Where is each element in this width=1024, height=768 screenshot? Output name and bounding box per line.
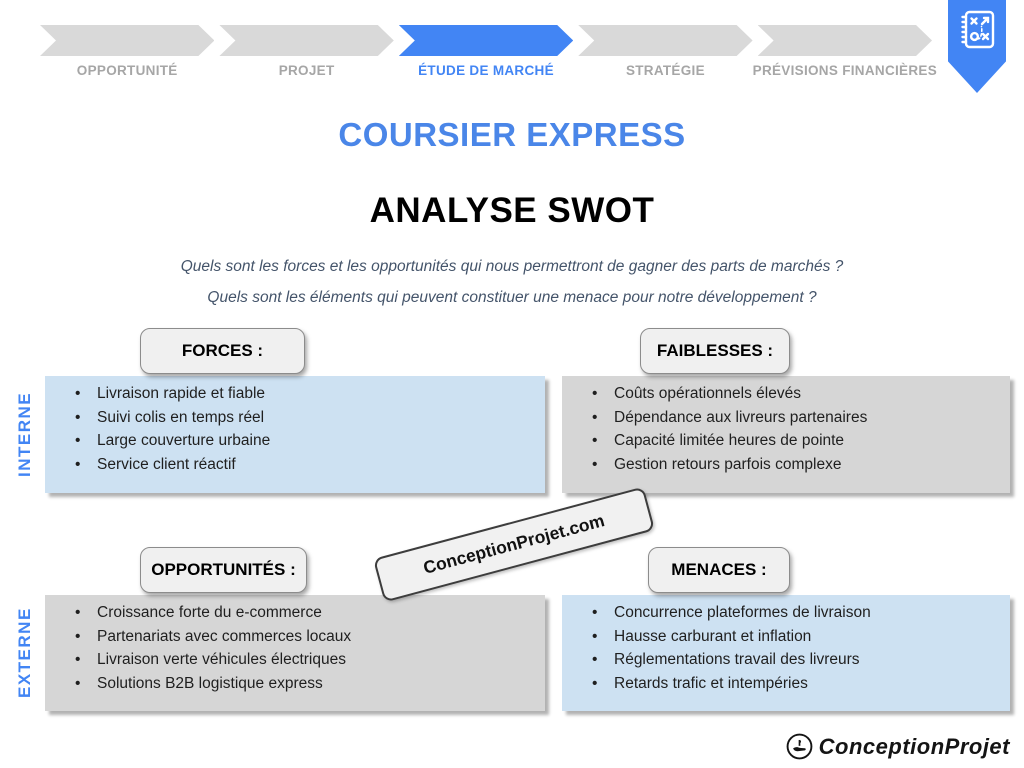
forces-panel: Livraison rapide et fiableSuivi colis en… <box>45 376 545 493</box>
chevron-arrow <box>758 25 932 56</box>
process-stepper: OPPORTUNITÉ PROJET ÉTUDE DE MARCHÉ STRAT… <box>40 25 937 78</box>
swot-bullet-item: Réglementations travail des livreurs <box>562 651 1010 668</box>
chevron-arrow <box>40 25 214 56</box>
opportunites-panel: Croissance forte du e-commercePartenaria… <box>45 595 545 711</box>
stepper-step-label: STRATÉGIE <box>625 63 705 78</box>
strategy-board-icon <box>961 10 995 49</box>
swot-bullet-item: Gestion retours parfois complexe <box>562 456 1010 473</box>
swot-bullet-item: Suivi colis en temps réel <box>45 409 545 426</box>
opportunites-header-label: OPPORTUNITÉS : <box>151 560 296 579</box>
menaces-panel: Concurrence plateformes de livraisonHaus… <box>562 595 1010 711</box>
page-title: ANALYSE SWOT <box>369 191 655 230</box>
swot-bullet-item: Dépendance aux livreurs partenaires <box>562 409 1010 426</box>
faiblesses-header: FAIBLESSES : <box>640 328 790 374</box>
swot-bullet-item: Capacité limitée heures de pointe <box>562 432 1010 449</box>
axis-label-externe: EXTERNE <box>15 607 34 699</box>
menaces-header-label: MENACES : <box>671 560 767 579</box>
faiblesses-header-label: FAIBLESSES : <box>656 341 774 360</box>
intro-question-1: Quels sont les forces et les opportunité… <box>180 258 844 275</box>
chevron-arrow <box>399 25 573 56</box>
faiblesses-panel: Coûts opérationnels élevésDépendance aux… <box>562 376 1010 493</box>
intro-question-2: Quels sont les éléments qui peuvent cons… <box>207 289 817 306</box>
bookmark-badge <box>948 0 1006 93</box>
menaces-header: MENACES : <box>648 547 790 593</box>
stepper-step-label: PROJET <box>278 63 335 78</box>
swot-bullet-item: Large couverture urbaine <box>45 432 545 449</box>
swot-bullet-item: Service client réactif <box>45 456 545 473</box>
stepper-step-label: PRÉVISIONS FINANCIÈRES <box>752 63 938 78</box>
stepper-step[interactable]: OPPORTUNITÉ <box>40 25 214 78</box>
stepper-step-label: ÉTUDE DE MARCHÉ <box>418 63 554 78</box>
swot-bullet-item: Concurrence plateformes de livraison <box>562 604 1010 621</box>
swot-bullet-item: Hausse carburant et inflation <box>562 628 1010 645</box>
chevron-arrow <box>578 25 752 56</box>
swot-bullet-item: Retards trafic et intempéries <box>562 675 1010 692</box>
hand-logo-icon <box>786 733 813 760</box>
brand-logo-text: ConceptionProjet <box>818 733 1010 759</box>
forces-header: FORCES : <box>140 328 305 374</box>
brand-logo: ConceptionProjet <box>786 733 1010 760</box>
stepper-step[interactable]: ÉTUDE DE MARCHÉ <box>399 25 573 78</box>
stepper-step[interactable]: PRÉVISIONS FINANCIÈRES <box>753 25 937 78</box>
swot-bullet-item: Croissance forte du e-commerce <box>45 604 545 621</box>
swot-bullet-item: Partenariats avec commerces locaux <box>45 628 545 645</box>
swot-bullet-item: Livraison verte véhicules électriques <box>45 651 545 668</box>
opportunites-header: OPPORTUNITÉS : <box>140 547 307 593</box>
stepper-step[interactable]: STRATÉGIE <box>578 25 752 78</box>
swot-bullet-item: Coûts opérationnels élevés <box>562 385 1010 402</box>
stepper-step-label: OPPORTUNITÉ <box>76 63 178 78</box>
chevron-arrow <box>219 25 393 56</box>
axis-label-interne: INTERNE <box>15 391 34 478</box>
swot-bullet-item: Solutions B2B logistique express <box>45 675 545 692</box>
company-title: COURSIER EXPRESS <box>338 116 686 153</box>
stepper-step[interactable]: PROJET <box>219 25 393 78</box>
watermark-banner: ConceptionProjet.com <box>372 486 656 603</box>
forces-header-label: FORCES : <box>181 341 264 360</box>
swot-bullet-item: Livraison rapide et fiable <box>45 385 545 402</box>
watermark-text: ConceptionProjet.com <box>421 510 607 578</box>
